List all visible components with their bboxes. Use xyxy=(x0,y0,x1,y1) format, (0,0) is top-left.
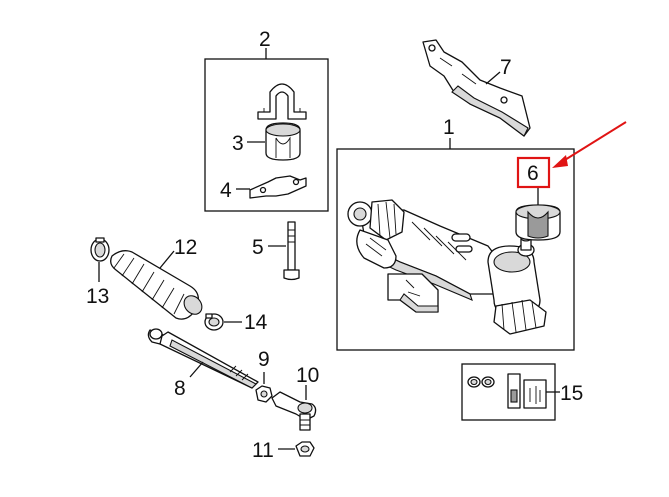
callout-15: 15 xyxy=(560,382,583,405)
nut-part-11 xyxy=(295,441,315,457)
steering-gear-assembly xyxy=(347,199,547,335)
seal-kit-part-15 xyxy=(467,373,547,409)
jam-nut-part-9 xyxy=(255,385,273,403)
insulator-part-6 xyxy=(515,204,561,241)
callout-1: 1 xyxy=(443,116,455,139)
callout-4: 4 xyxy=(220,179,232,202)
callout-6-highlight-box xyxy=(516,156,551,189)
callout-12: 12 xyxy=(174,236,197,259)
callout-3: 3 xyxy=(232,132,244,155)
highlight-arrow xyxy=(552,121,627,168)
callout-11: 11 xyxy=(252,439,274,462)
callout-14: 14 xyxy=(244,311,268,334)
leader-12 xyxy=(159,250,175,269)
heat-shield-part-7 xyxy=(422,39,531,137)
callout-9: 9 xyxy=(258,348,270,371)
retaining-plate-part-4 xyxy=(249,175,307,199)
boot-part-12 xyxy=(110,250,203,320)
bolt-part-5 xyxy=(283,221,300,281)
clamp-bracket-part xyxy=(257,83,307,120)
tie-rod-end-part-10 xyxy=(271,391,317,431)
leader-8 xyxy=(189,361,204,378)
callout-8: 8 xyxy=(174,377,186,400)
group-box-1 xyxy=(336,148,575,351)
clamp-part-14 xyxy=(204,313,224,331)
inner-tie-rod-part-8 xyxy=(147,328,259,389)
bushing-part-3 xyxy=(265,122,301,161)
leader-7 xyxy=(485,71,501,85)
callout-5: 5 xyxy=(252,236,264,259)
callout-10: 10 xyxy=(296,364,319,387)
clamp-part-13 xyxy=(90,237,110,262)
callout-7: 7 xyxy=(500,56,512,79)
callout-6: 6 xyxy=(527,162,539,185)
callout-13: 13 xyxy=(86,285,109,308)
callout-2: 2 xyxy=(259,28,271,51)
